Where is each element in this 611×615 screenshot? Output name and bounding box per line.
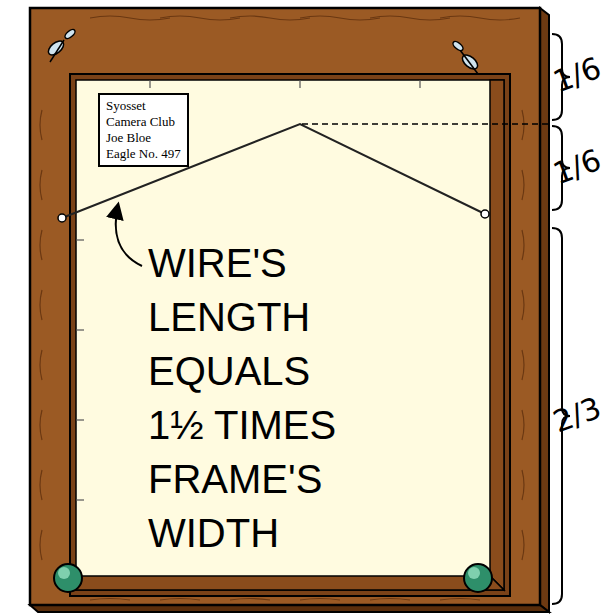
grain-stroke [300,599,340,601]
dimension-fraction: 2/3 [549,391,606,439]
grain-stroke [522,230,524,260]
tick [149,80,150,88]
grain-stroke [522,170,524,200]
grain-stroke [40,470,42,500]
wood-grain [40,16,524,600]
grain-stroke [90,599,130,601]
grain-stroke [40,530,42,560]
screw-eye [46,28,77,62]
grain-stroke [40,170,42,200]
grain-stroke [522,470,524,500]
dashed-guide [302,123,548,125]
grain-stroke [90,16,170,20]
screw-eye [451,40,480,74]
tick [419,80,420,88]
grain-stroke [522,350,524,380]
tick [299,80,300,88]
grain-stroke [522,110,524,140]
tick [76,499,84,500]
grain-stroke [370,599,410,601]
grain-stroke [300,16,380,20]
grain-stroke [160,16,240,20]
label-line: Joe Bloe [106,130,181,146]
grain-stroke [370,16,450,20]
tick [76,239,84,240]
dimension-fraction: 1/6 [549,143,606,191]
grain-stroke [40,290,42,320]
grain-stroke [230,599,270,601]
inner-shadow [76,576,504,590]
picture-mat [76,80,504,590]
hanging-wire [62,124,485,218]
label-line: Camera Club [106,114,181,130]
bumper-knob [464,564,492,592]
grain-stroke [522,410,524,440]
grain-stroke [40,110,42,140]
frame-side [540,8,549,612]
bumper-knob [54,564,82,592]
screw [481,210,489,218]
grain-stroke [522,530,524,560]
grain-stroke [230,16,310,20]
label-line: Eagle No. 497 [106,146,181,162]
screw [58,214,66,222]
frame-face [30,8,540,605]
grain-stroke [40,410,42,440]
instruction-note: WIRE'S LENGTH EQUALS 1½ TIMES FRAME'S WI… [148,236,354,560]
tick [76,329,84,330]
dimension-fraction: 1/6 [549,51,606,99]
inner-shadow [490,80,504,590]
grain-stroke [40,230,42,260]
grain-stroke [40,350,42,380]
tick [76,419,84,420]
grain-stroke [440,16,520,20]
braces [552,34,570,604]
label-line: Syosset [106,98,181,114]
name-label: SyossetCamera ClubJoe BloeEagle No. 497 [98,93,189,167]
leader-arrow [116,205,142,266]
grain-stroke [440,599,480,601]
grain-stroke [522,290,524,320]
grain-stroke [160,599,200,601]
inner-bevel [70,74,510,596]
